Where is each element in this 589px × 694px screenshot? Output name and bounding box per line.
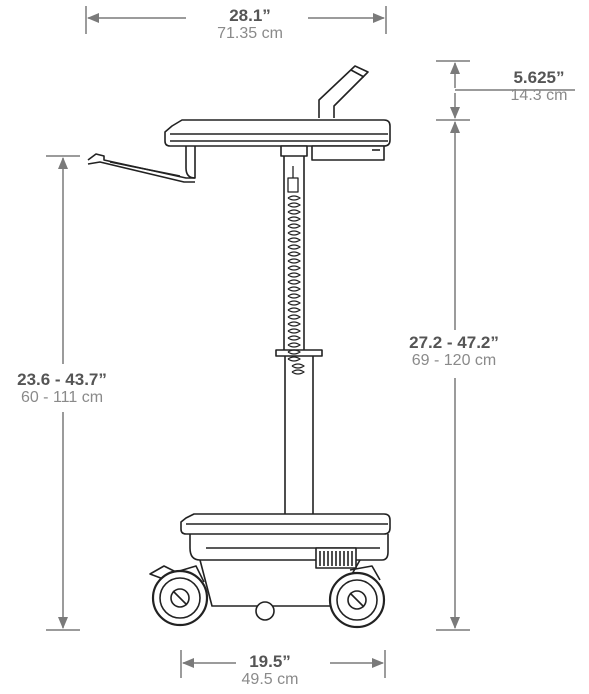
cart-illustration	[87, 65, 391, 629]
handle-height-metric: 14.3 cm	[510, 87, 568, 104]
width-dimension-line	[85, 6, 387, 34]
base-dimension-line	[180, 650, 386, 678]
work-surface-height-metric: 69 - 120 cm	[411, 352, 497, 369]
caster-wheel-left	[151, 565, 209, 627]
caster-wheel-right	[328, 565, 386, 629]
keyboard-tray-height-imperial: 23.6 - 43.7”	[17, 370, 107, 389]
base-width-metric: 49.5 cm	[241, 671, 299, 688]
overall-width-label: 28.1” 71.35 cm	[190, 6, 310, 43]
handle-height-label: 5.625” 14.3 cm	[496, 68, 582, 105]
keyboard-tray-height-label: 23.6 - 43.7” 60 - 111 cm	[4, 370, 120, 407]
base-width-imperial: 19.5”	[249, 652, 291, 671]
handle-height-imperial: 5.625”	[513, 68, 565, 87]
keyboard-tray	[87, 146, 196, 183]
keyboard-tray-height-metric: 60 - 111 cm	[20, 389, 104, 406]
overall-width-imperial: 28.1”	[229, 6, 271, 25]
work-surface-dimension-line	[436, 121, 470, 631]
handle	[318, 65, 369, 118]
work-surface-height-label: 27.2 - 47.2” 69 - 120 cm	[393, 333, 515, 370]
work-surface-height-imperial: 27.2 - 47.2”	[409, 333, 499, 352]
work-surface	[164, 119, 391, 161]
coiled-cable	[287, 166, 305, 375]
keyboard-dimension-line	[46, 155, 80, 631]
handle-dimension-line	[436, 60, 575, 121]
overall-width-metric: 71.35 cm	[217, 25, 283, 42]
base-width-label: 19.5” 49.5 cm	[220, 652, 320, 689]
